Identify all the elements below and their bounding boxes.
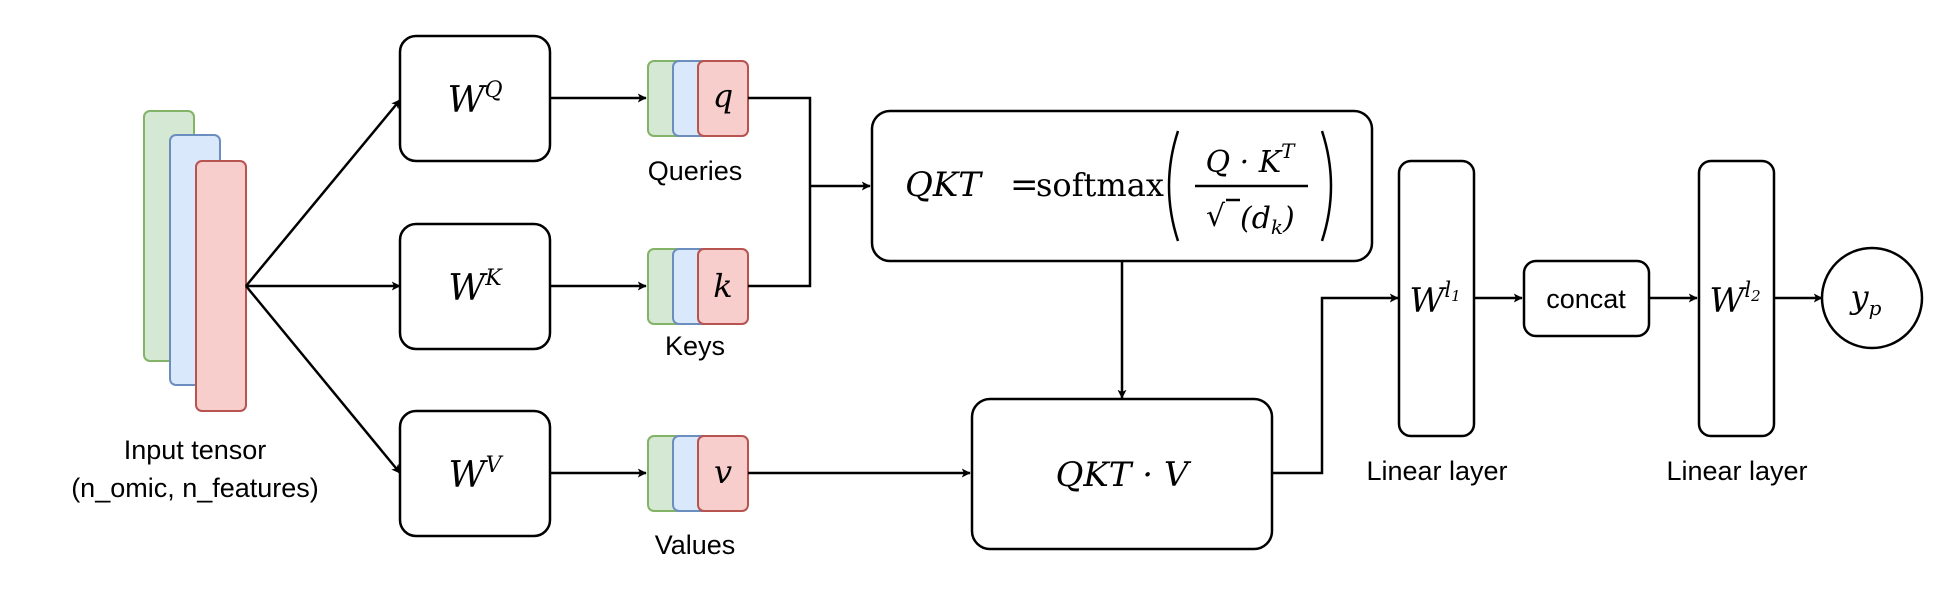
wq-base: W [447,80,487,121]
output-node: yp [1820,246,1924,350]
svg-text:Wl1: Wl1 [1409,278,1460,321]
attention-paren-left [1167,130,1180,242]
linear2-base: W [1709,281,1747,321]
wq-sup: Q [484,78,502,103]
edge-weighted-to-linear1 [1272,293,1399,475]
attention-root: √ [1206,199,1226,234]
edge-queries-to-attention [748,96,812,186]
svg-text:WQ: WQ [447,78,502,121]
svg-text:WK: WK [448,266,503,309]
input-tensor: Input tensor (n_omic, n_features) [71,110,319,503]
linear2-sub: 2 [1750,287,1761,305]
concat-box: concat [1522,259,1651,338]
edge-input-to-wv [245,285,401,474]
attention-lhs: QKT [905,165,983,205]
weighted-values-text: QKT · V [1056,455,1192,495]
wk-sup: K [484,266,503,291]
attention-equals: = [1010,165,1039,205]
wv-sup: V [486,453,504,478]
wk-base: W [448,268,488,309]
linear-layer-1: Wl1 Linear layer [1366,159,1508,486]
values-stack: v Values [647,435,749,560]
linear1-base: W [1409,281,1447,321]
weight-box-wq: WQ [398,34,552,163]
attention-denominator-sub: k [1271,215,1283,239]
attention-denominator-close: ) [1282,201,1295,236]
linear2-sup: l [1744,278,1751,302]
weight-box-wk: WK [398,222,552,351]
input-tensor-label-line1: Input tensor [124,435,267,465]
edge-input-to-wq [245,99,401,287]
attention-denominator: (d [1240,201,1271,236]
concat-label: concat [1546,284,1626,314]
weighted-values-box: QKT · V [970,397,1274,551]
values-symbol: v [714,453,732,491]
linear2-label: Linear layer [1666,456,1807,486]
attention-softmax: softmax [1036,166,1164,204]
input-tensor-layer-red [195,160,247,412]
svg-text:yp: yp [1849,278,1882,320]
attention-paren-right [1320,130,1333,242]
linear1-sup: l [1444,278,1451,302]
svg-text:Q · KT: Q · KT [1206,139,1297,180]
keys-symbol: k [713,267,732,305]
values-label: Values [655,530,736,560]
linear1-label: Linear layer [1366,456,1507,486]
queries-symbol: q [713,77,733,115]
queries-stack: q Queries [647,60,749,186]
attention-numerator: Q · K [1206,145,1283,180]
output-base: y [1849,278,1870,316]
linear1-sub: 1 [1451,287,1461,305]
svg-text:WV: WV [449,453,504,496]
linear-layer-2: Wl2 Linear layer [1666,159,1808,486]
attention-score-box: QKT = softmax Q · KT √ (dk) [870,109,1374,263]
queries-label: Queries [648,156,743,186]
weight-box-wv: WV [398,409,552,538]
keys-stack: k Keys [647,248,749,361]
svg-text:Wl2: Wl2 [1709,278,1760,321]
wv-base: W [449,455,489,496]
input-edges [245,99,401,474]
keys-label: Keys [665,331,725,361]
attention-numerator-sup: T [1281,139,1296,163]
svg-text:(dk): (dk) [1240,201,1295,239]
edge-keys-to-attention [748,186,812,288]
output-sub: p [1869,296,1882,320]
input-tensor-label-line2: (n_omic, n_features) [71,473,319,503]
